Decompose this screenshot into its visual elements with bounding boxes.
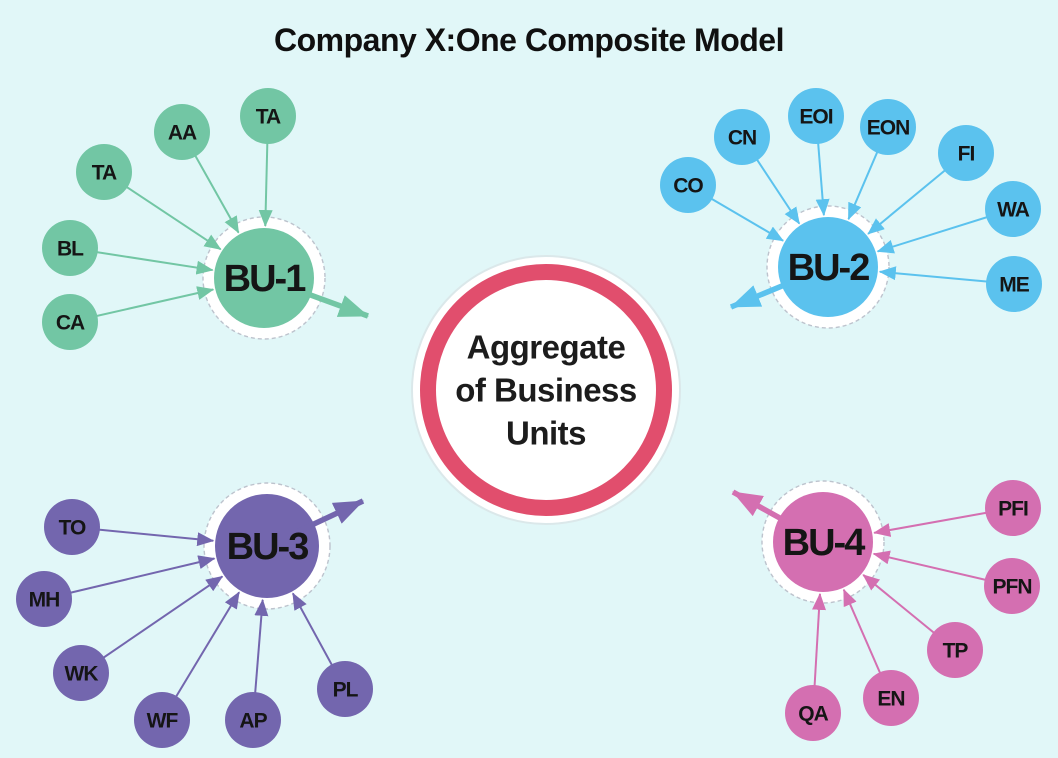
satellite-co: CO (660, 157, 716, 213)
bu1-out-arrow (291, 285, 369, 319)
satellite-circle (42, 294, 98, 350)
arrow-bu3-wk (80, 575, 224, 674)
satellite-label: TP (943, 640, 969, 663)
satellite-tp: TP (927, 622, 983, 678)
satellite-ap: AP (225, 692, 281, 748)
bu4-out-arrow (731, 489, 799, 530)
diagram-title: Company X:One Composite Model (274, 22, 784, 58)
satellite-cn: CN (714, 109, 770, 165)
satellite-circle (938, 125, 994, 181)
center-label-line: Units (506, 415, 586, 452)
satellite-label: BL (57, 238, 84, 261)
satellite-label: PFI (998, 498, 1028, 521)
bu2-out-arrow (729, 275, 802, 310)
satellite-circle (660, 157, 716, 213)
center-label-line: of Business (455, 372, 637, 409)
satellite-label: ME (999, 274, 1029, 297)
bu4-hub (773, 492, 873, 592)
satellite-label: PFN (993, 576, 1032, 599)
satellite-label: PL (333, 679, 359, 702)
satellite-fi: FI (938, 125, 994, 181)
satellite-circle (927, 622, 983, 678)
satellite-label: EON (867, 117, 910, 140)
bu3-hub (215, 494, 319, 598)
satellite-label: WA (997, 199, 1030, 222)
satellite-mh: MH (16, 571, 72, 627)
bu2-label: BU-2 (788, 247, 870, 289)
satellite-circle (984, 558, 1040, 614)
satellite-wk: WK (53, 645, 109, 701)
satellite-pl: PL (317, 661, 373, 717)
center-label-line: Aggregate (467, 329, 626, 366)
satellite-circle (76, 144, 132, 200)
satellite-circle (985, 480, 1041, 536)
satellite-pfn: PFN (984, 558, 1040, 614)
satellite-circle (788, 88, 844, 144)
satellite-circle (785, 685, 841, 741)
satellite-label: EN (877, 688, 904, 711)
satellite-label: AP (239, 710, 267, 733)
satellite-circle (317, 661, 373, 717)
satellite-circle (986, 256, 1042, 312)
cluster-bu4: PFI PFN TP EN QA BU-4 (731, 480, 1041, 741)
bu1-label: BU-1 (224, 258, 307, 300)
satellite-circle (42, 220, 98, 276)
center-ring (420, 264, 672, 516)
satellite-label: MH (29, 589, 60, 612)
satellite-qa: QA (785, 685, 841, 741)
bu3-label: BU-3 (227, 526, 309, 568)
satellite-eoi: EOI (788, 88, 844, 144)
satellite-label: CA (56, 312, 85, 335)
satellite-wa: WA (985, 181, 1041, 237)
satellite-me: ME (986, 256, 1042, 312)
bu1-hub (214, 228, 314, 328)
satellite-label: CN (728, 127, 756, 150)
satellite-to: TO (44, 499, 100, 555)
satellite-label: EOI (799, 106, 832, 129)
satellite-label: TO (59, 517, 86, 540)
satellite-label: WK (65, 663, 99, 686)
satellite-circle (134, 692, 190, 748)
satellite-circle (240, 88, 296, 144)
cluster-bu1: TA AA TA BL CA BU-1 (42, 88, 369, 350)
satellite-circle (44, 499, 100, 555)
satellite-en: EN (863, 670, 919, 726)
arrow-bu3-mh (43, 555, 216, 600)
satellite-label: TA (92, 162, 117, 185)
satellite-ca: CA (42, 294, 98, 350)
satellite-circle (714, 109, 770, 165)
satellite-eon: EON (860, 99, 916, 155)
satellite-circle (860, 99, 916, 155)
bu3-out-arrow (294, 498, 365, 535)
satellite-ta: TA (76, 144, 132, 200)
satellite-circle (863, 670, 919, 726)
satellite-circle (16, 571, 72, 627)
center-outer-circle (411, 255, 681, 525)
satellite-label: TA (256, 106, 281, 129)
satellite-circle (53, 645, 109, 701)
satellite-ta: TA (240, 88, 296, 144)
satellite-label: WF (147, 710, 179, 733)
satellite-label: AA (168, 122, 197, 145)
satellite-circle (154, 104, 210, 160)
cluster-bu2: CO CN EOI EON FI WA ME BU-2 (660, 88, 1042, 329)
satellite-label: QA (798, 703, 828, 726)
satellite-bl: BL (42, 220, 98, 276)
satellite-pfi: PFI (985, 480, 1041, 536)
satellite-wf: WF (134, 692, 190, 748)
satellite-aa: AA (154, 104, 210, 160)
satellite-label: CO (673, 175, 703, 198)
satellite-circle (985, 181, 1041, 237)
bu4-label: BU-4 (783, 522, 866, 564)
satellite-circle (225, 692, 281, 748)
bu2-hub (778, 217, 878, 317)
satellite-label: FI (958, 143, 975, 166)
cluster-bu3: TO MH WK WF AP PL BU-3 (16, 482, 373, 748)
